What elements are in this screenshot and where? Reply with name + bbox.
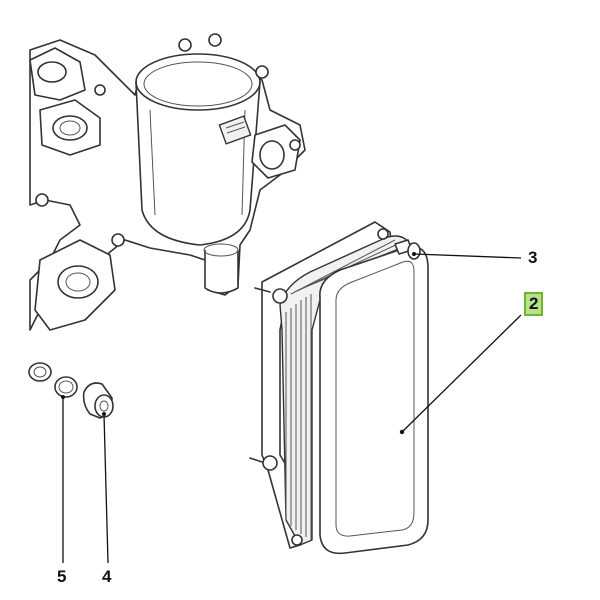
leader-line-2 (401, 314, 522, 433)
callout-5[interactable]: 5 (57, 567, 67, 586)
callout-2[interactable]: 2 (524, 292, 544, 316)
leader-line-3 (413, 253, 522, 259)
bolt (394, 239, 421, 260)
callout-3[interactable]: 3 (528, 248, 538, 267)
oil-cooler (249, 221, 429, 555)
engine-housing (28, 33, 306, 382)
seal-ring (54, 376, 78, 399)
callout-4[interactable]: 4 (102, 567, 112, 586)
leader-line-4 (103, 413, 109, 564)
rubber-grommet (82, 382, 114, 419)
